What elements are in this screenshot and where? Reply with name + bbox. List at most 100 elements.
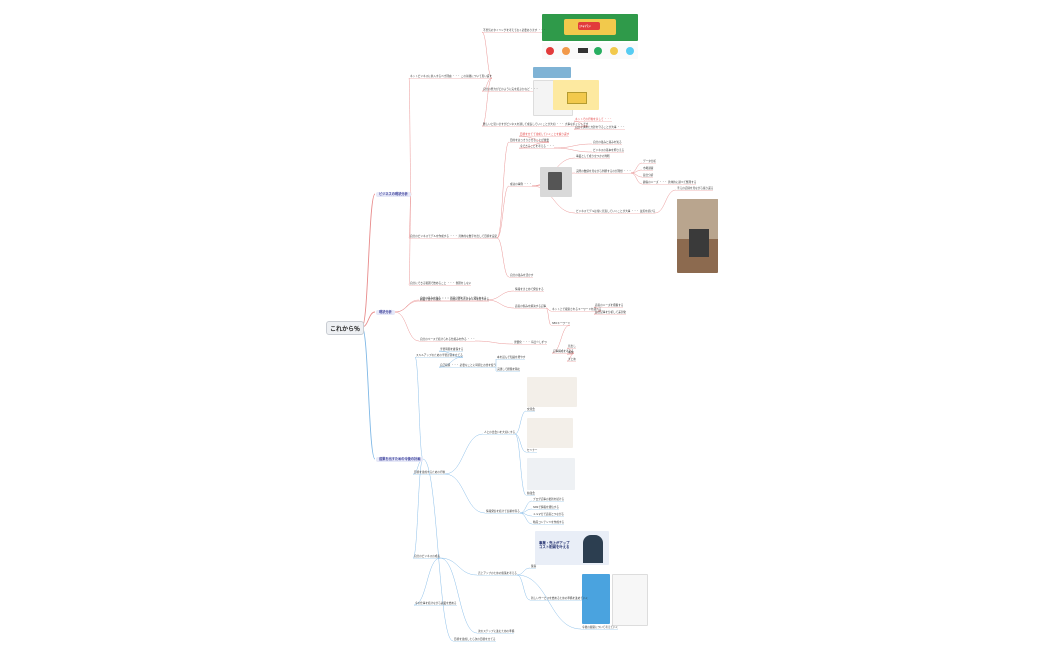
connector-b1a1 (481, 31, 493, 79)
mindmap-node-b1b2b[interactable]: 実際の数値を見ながら判断するのが理想 ・・・ (576, 169, 632, 173)
mindmap-node-b3c1a[interactable]: 集客 (531, 564, 537, 568)
mindmap-node-b1b2b4[interactable]: 顧客のニーズ ・・・ 具体的に調べて整理する (643, 180, 697, 184)
connector-b1a3 (481, 77, 493, 127)
mindmap-node-b2[interactable]: 現状分析 (376, 309, 395, 315)
connector-b2a (394, 300, 420, 313)
mindmap-node-b3c1b[interactable]: 新しいサービスを始めるための準備を進めていく (531, 596, 589, 600)
mindmap-node-b3a2a[interactable]: 本を読んで知識を増やす (497, 355, 526, 359)
mindmap-node-b3b1[interactable]: 人との出会いを大切にする (484, 430, 516, 434)
connector-b2b2b1 (551, 324, 571, 354)
mindmap-node-b1b2[interactable]: 成功の事例 ・・・ (510, 182, 532, 186)
mindmap-node-b1b[interactable]: 自分のビジネスモデルを作成する ・・・ 具体的な数字を出して目標を設定 (410, 234, 498, 238)
connector-b2b2b1c (566, 352, 575, 362)
mindmap-node-b1b1a[interactable]: 目標を立てて達成していくことを繰り返す (520, 132, 570, 136)
connector-b3b2a (519, 500, 533, 514)
mindmap-node-b3d[interactable]: 次のステップに進むための準備 (478, 629, 515, 633)
connector-b1b2c (531, 185, 576, 214)
web-page-thumbnail (533, 67, 571, 78)
mindmap-node-b3c2[interactable]: 今の仕事を続けながら副業を始める (415, 601, 457, 605)
mindmap-node-b1b2b2[interactable]: 市場調査 (643, 166, 654, 170)
mindmap-node-b1a1[interactable]: 不景気のタイミングを考えておく必要あります ・・・ (483, 28, 546, 32)
mindmap-node-b1b2b3[interactable]: 競合分析 (643, 173, 654, 177)
connector-b3c1 (439, 557, 478, 576)
mindmap-node-b1c[interactable]: 自分にできる範囲で始めること ・・・ 無理をしない (410, 281, 472, 285)
connector-b3a1 (438, 350, 464, 358)
mindmap-node-b1b1b[interactable]: 今できることを考える ・・・ (520, 144, 555, 148)
mindmap-node-b3b2[interactable]: 情報発信を続けて信頼を得る (486, 509, 520, 513)
mindmap-node-b2b2b1c[interactable]: まとめ (568, 357, 576, 361)
illustration-desk (527, 458, 575, 490)
mindmap-node-b3b1b[interactable]: セミナー (527, 448, 538, 452)
mindmap-node-b3c[interactable]: 自分のビジネスの成長 (414, 554, 440, 558)
mindmap-node-b3b1c[interactable]: 勉強会 (527, 491, 535, 495)
connector-b3d1 (422, 458, 454, 642)
mindmap-node-b2b2[interactable]: 読者の悩みを解決する記事 (515, 304, 547, 308)
connector-b1a3b (573, 125, 589, 130)
connector-b2c (394, 311, 420, 342)
mindmap-node-b1b2c1[interactable]: 手元の記録を見ながら振り返る (677, 186, 714, 190)
room-photo-thumbnail (677, 199, 718, 273)
mindmap-node-b3a2[interactable]: 自己投資 ・・・ 必要なことに時間とお金を使う (440, 363, 497, 367)
mindmap-node-b3a[interactable]: スキルアップのための学習計画を立てる (416, 353, 463, 357)
root-node[interactable]: これから％ (326, 321, 364, 335)
card-photo-thumbnail (540, 167, 572, 197)
connector-b3b1c (514, 433, 527, 496)
mindmap-node-b1a3b[interactable]: 自分で決めた方針を守ることが大事 ・・・ (575, 125, 626, 129)
mindmap-node-b1a3[interactable]: 難しいと思いますがビジネスを通して成長していくことが大切 ・・・ 大事なポイント… (483, 122, 589, 126)
product-icons-row (542, 43, 638, 59)
mindmap-node-b3b2d[interactable]: 動画コンテンツを作成する (533, 520, 565, 524)
mindmap-node-b2b2b[interactable]: SEOキーワード (552, 321, 571, 325)
mindmap-node-b2b2a1[interactable]: 読者のニーズを把握する (595, 303, 624, 307)
screenshot-thumbnail: ジャパン (542, 14, 638, 41)
mindmap-node-b1a3a[interactable]: ネットでの行動を示して ・・・ (575, 117, 613, 121)
connector-b3c1a (516, 567, 531, 576)
phone-screenshot-thumbnail (582, 574, 610, 624)
mindmap-node-b3b2c[interactable]: メルマガで読者とつながる (533, 512, 565, 516)
connector-b3b2d (519, 512, 533, 525)
connector-b1b1 (496, 141, 510, 239)
connector-b1b1b (518, 141, 550, 149)
mindmap-node-b1b1[interactable]: 目的をはっきりさせることが重要 (510, 138, 549, 142)
mindmap-node-b2b2a[interactable]: ネット上で検索されるキーワードを調べる (552, 307, 602, 311)
connector-b2c1 (474, 340, 514, 345)
mindmap-node-b3a1[interactable]: 学習時間を確保する (440, 347, 464, 351)
mindmap-node-b3b2a[interactable]: ブログ記事の更新を続ける (533, 497, 565, 501)
mindmap-node-b2a[interactable]: 副業ブログの運営 ・・・ 自分に合ったスタイルを見つける (420, 297, 490, 301)
mindmap-node-b1b2c[interactable]: ビジネスモデルは常に見直していくことが大事 ・・・ 改善を続ける (576, 209, 656, 213)
mindmap-node-b3b2b[interactable]: SNSで情報を発信する (533, 505, 559, 509)
mindmap-node-b1b1c[interactable]: 自分の強みと弱みを知る (593, 140, 622, 144)
connector-b3c1c (516, 574, 582, 630)
mindmap-node-b2b2b1a[interactable]: 見出し (568, 344, 576, 348)
connector-b1 (361, 193, 376, 328)
connector-b1b1c (553, 143, 593, 149)
mindmap-node-b1a2[interactable]: 自分の努力がどのように実を結ぶかなど ・・・ (483, 87, 539, 91)
mindmap-node-b3c1[interactable]: 売上アップのための施策を考える (478, 571, 517, 575)
connector-b3a2 (438, 356, 464, 368)
connector-b2b (394, 299, 420, 313)
mindmap-node-b2b1[interactable]: 情報をまとめて発信する (515, 287, 544, 291)
illustration-meeting (527, 377, 577, 407)
mindmap-node-b3d1[interactable]: 目標を達成したら次の目標を立てる (454, 637, 496, 641)
banner-text: ジャパン (579, 24, 592, 28)
connector-b1a2 (481, 77, 493, 92)
flyer-thumbnail (553, 80, 599, 110)
mindmap-node-b1b2a[interactable]: 事業として成り立つかの判断 (576, 154, 610, 158)
mindmap-node-b3a2b[interactable]: 実践して経験を積む (497, 367, 521, 371)
mindmap-node-b2b2b1b[interactable]: 本文 (568, 350, 574, 354)
mindmap-node-b1b2b1[interactable]: データ分析 (643, 159, 656, 163)
mindmap-node-b1[interactable]: ビジネスの現状分析 (376, 191, 411, 197)
mindmap-node-b2c[interactable]: 自分のペースで続けられる仕組みを作る ・・・ (420, 337, 476, 341)
mindmap-node-b2b[interactable]: 自分の強みを知る ・・・ 得意分野を活かした発信をする (420, 296, 487, 300)
mindmap-node-b2c1[interactable]: 習慣化 ・・・ 毎日少しずつ (514, 340, 547, 344)
mindmap-node-b1b3[interactable]: 自分の強みを活かす (510, 273, 534, 277)
mindmap-node-b2b2a2[interactable]: 競合記事を分析して差別化 (595, 310, 627, 314)
connector-b1b3 (496, 237, 510, 278)
mindmap-node-b3b1a[interactable]: 交流会 (527, 407, 535, 411)
mindmap-node-b2b2b1[interactable]: 記事構成を考える (553, 349, 574, 353)
mindmap-node-b3[interactable]: 成果を出すための今後の計画 (376, 456, 424, 462)
mindmap-node-b3b[interactable]: 目標を達成するための行動 (414, 470, 446, 474)
mindmap-node-b1a[interactable]: ネットビジネスに参入するべき理由 ・・・ この前後について思い返す (410, 74, 492, 78)
mindmap-node-b1b1d[interactable]: ビジネスの基本を押さえる (593, 148, 625, 152)
mindmap-node-b3c1c[interactable]: 今後の展開について考えていく (582, 625, 619, 629)
